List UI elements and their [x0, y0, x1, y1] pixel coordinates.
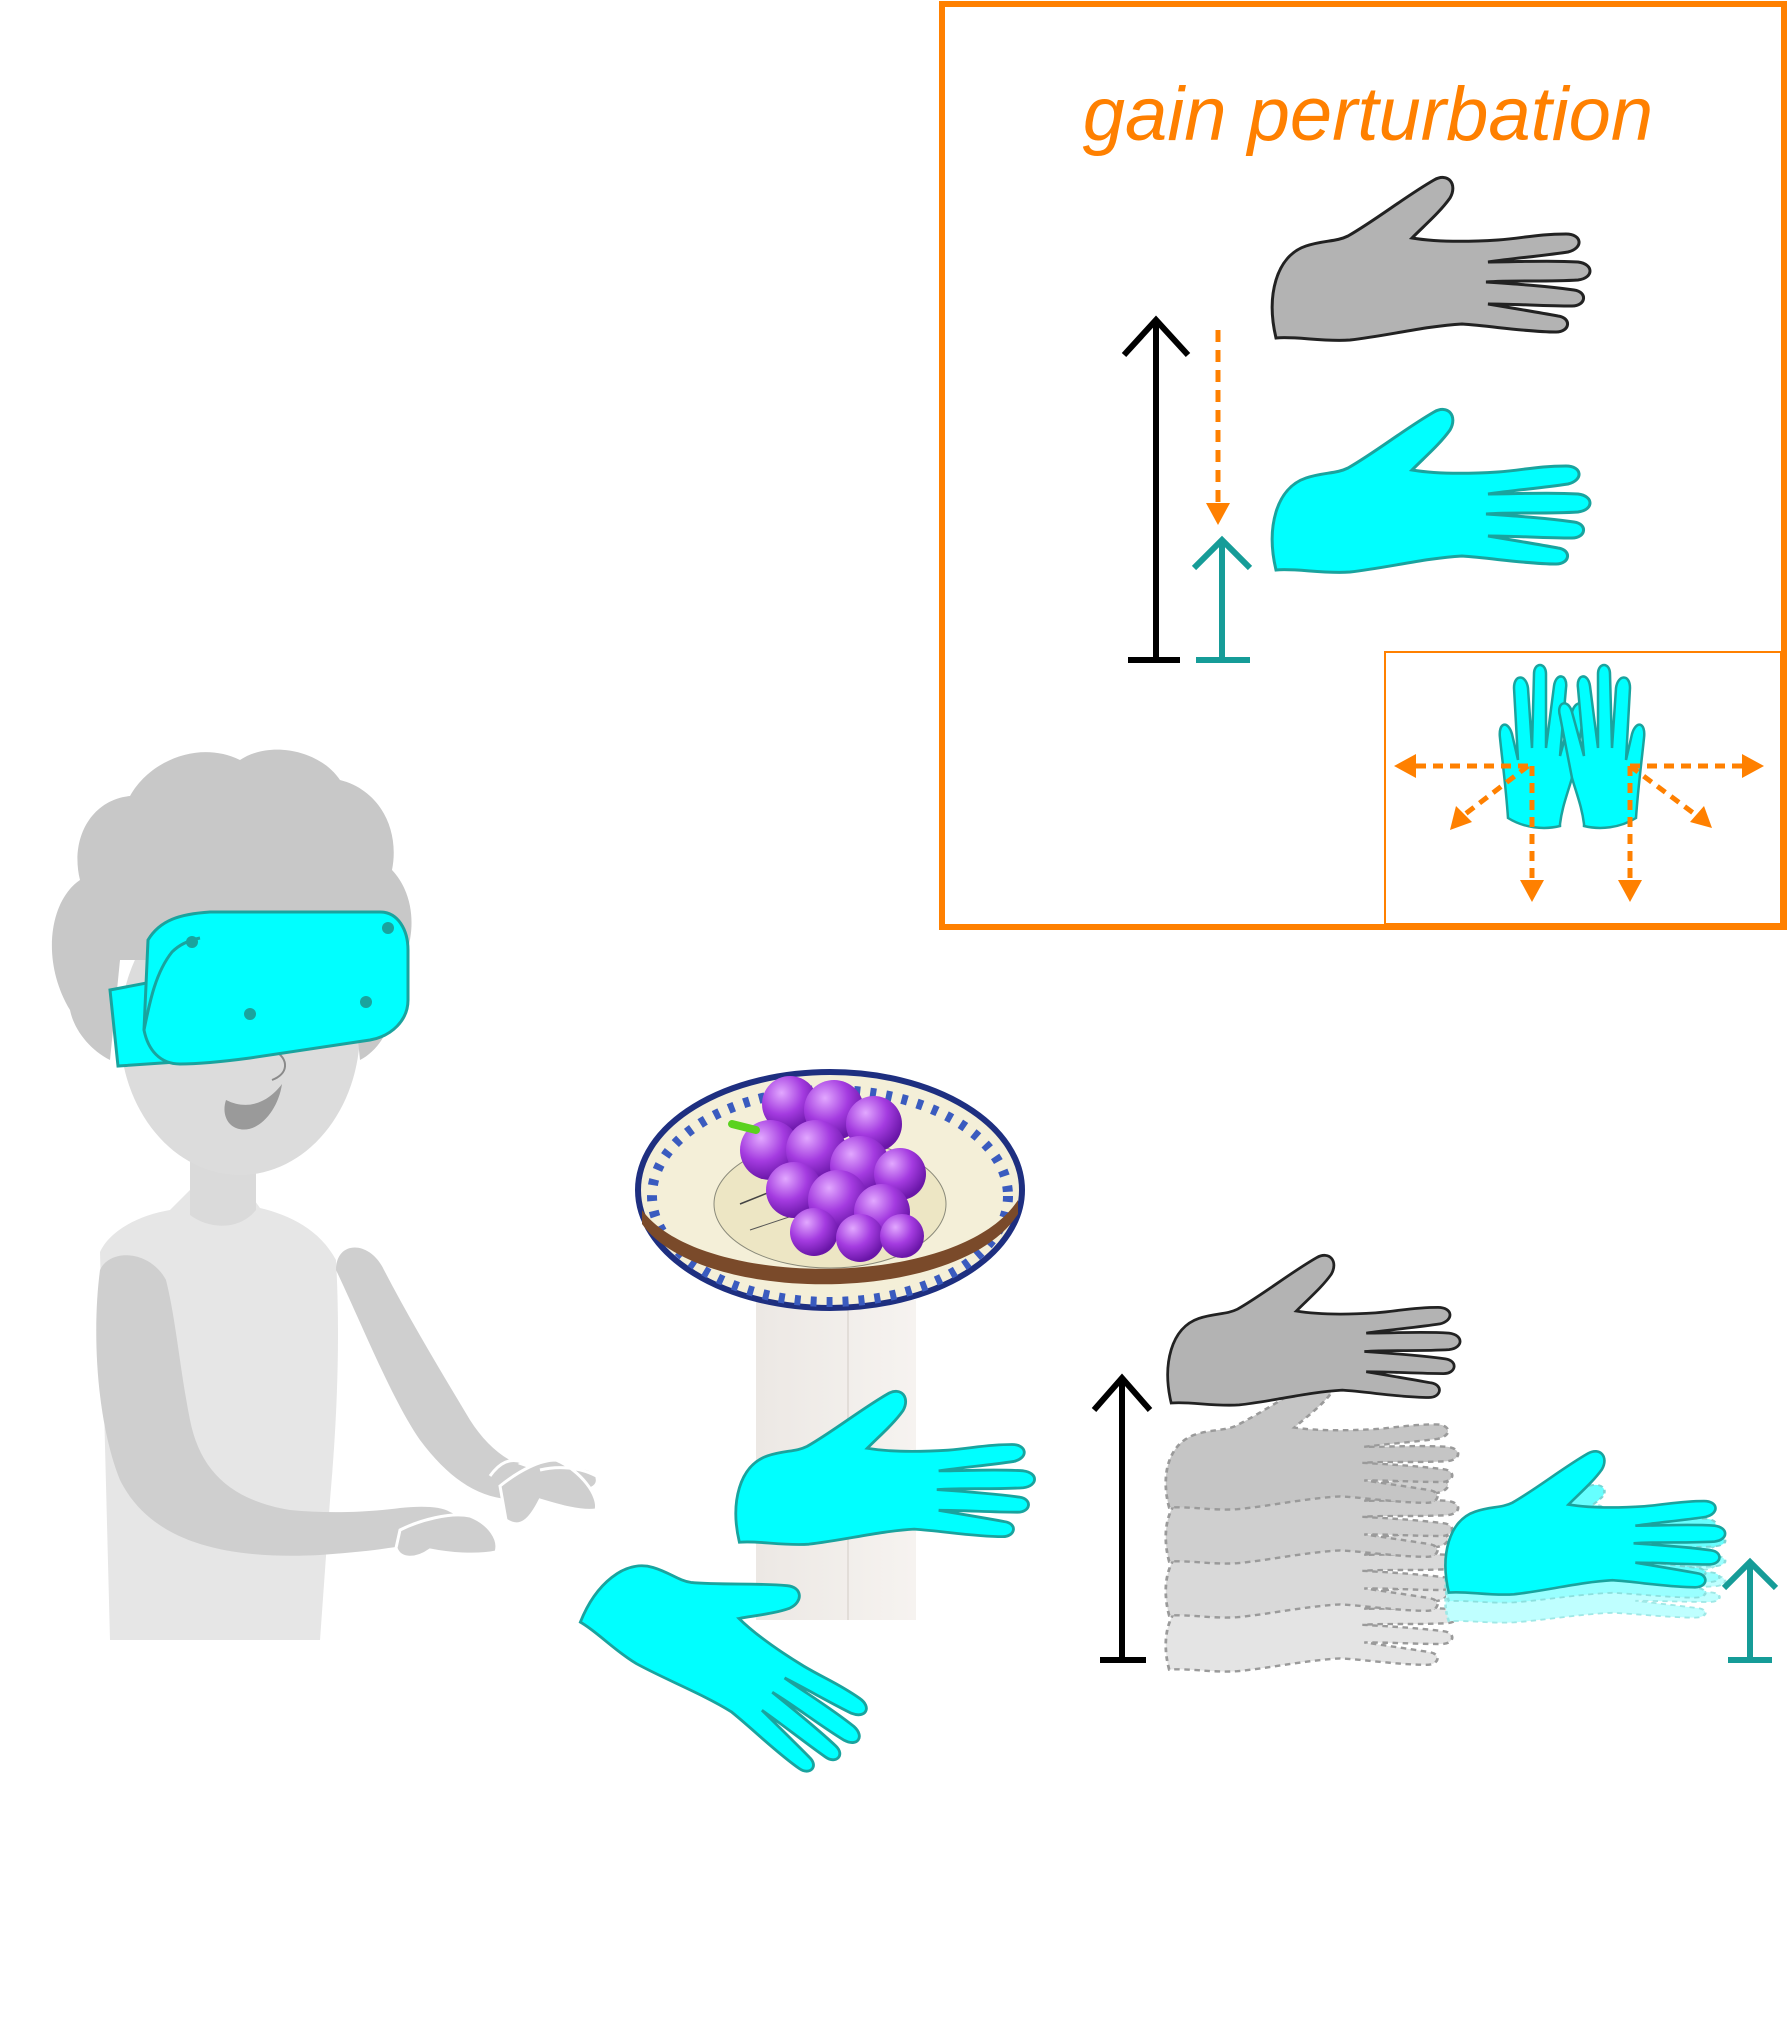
plate-with-grapes-icon — [635, 1069, 1025, 1311]
person-hair — [51, 749, 412, 1060]
person-mouth — [224, 1084, 282, 1130]
real-hand-trail — [1164, 1377, 1460, 1673]
person-hand-left — [394, 1513, 499, 1559]
real-hand-bottom-icon — [1166, 1253, 1462, 1407]
person-with-vr-headset — [51, 749, 601, 1640]
real-hand-icon — [1270, 175, 1592, 342]
person-hand-right — [488, 1458, 601, 1526]
gain-down-arrow-icon — [1206, 330, 1230, 525]
direction-inset-frame — [1384, 651, 1782, 925]
panel-title: gain perturbation — [1083, 72, 1653, 157]
grapes — [728, 1076, 926, 1262]
person-arm-right — [336, 1247, 596, 1500]
direction-arrows — [1412, 763, 1746, 880]
virtual-displacement-arrow-bottom-icon — [1721, 1557, 1779, 1663]
real-displacement-arrow-bottom-icon — [1091, 1373, 1153, 1663]
real-displacement-arrow-icon — [1121, 315, 1191, 663]
panel-frame — [939, 1, 1787, 930]
direction-inset — [1384, 651, 1782, 925]
right-hand-icon — [1557, 663, 1646, 830]
gain-illustration — [1091, 1253, 1779, 1673]
person-arm-left — [96, 1255, 461, 1556]
vr-headset-icon — [108, 910, 410, 1068]
direction-arrowheads — [1394, 754, 1764, 902]
virtual-displacement-arrow-icon — [1191, 535, 1253, 663]
virtual-hand-icon — [1270, 407, 1592, 574]
gain-perturbation-panel: gain perturbation — [939, 1, 1787, 930]
